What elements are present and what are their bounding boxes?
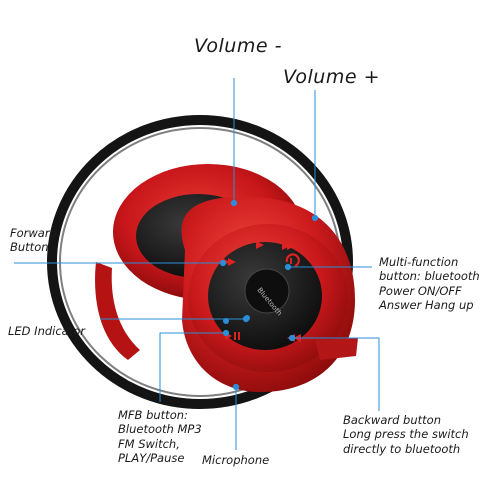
pointer-dot-mfb <box>222 329 230 337</box>
pointer-dot-microphone <box>232 383 240 391</box>
pointer-dot-volume-plus <box>311 214 319 222</box>
multi-function-icon[interactable] <box>285 253 300 268</box>
mfb-button-label: MFB button: Bluetooth MP3 FM Switch, PLA… <box>118 408 202 466</box>
pointer-mfb <box>159 332 226 402</box>
volume-plus-label: Volume + <box>283 66 380 88</box>
front-ear-cup: Bluetooth <box>181 196 358 393</box>
led-indicator-label: LED Indicator <box>8 324 86 338</box>
microphone-label: Microphone <box>202 453 270 467</box>
pointer-dot-volume-minus <box>230 199 238 207</box>
pointer-dot-multi-function <box>284 263 292 271</box>
pointer-lines <box>14 78 380 450</box>
volume-minus-label: Volume - <box>194 35 282 57</box>
pointer-dot-led <box>242 315 250 323</box>
volume-minus-icon[interactable] <box>256 241 264 249</box>
pointer-dot-backward <box>288 334 296 342</box>
band-hook <box>95 262 140 360</box>
backward-button-label: Backward button Long press the switch di… <box>343 413 469 456</box>
multi-function-label: Multi-function button: bluetooth Power O… <box>379 255 480 313</box>
pointer-backward <box>292 337 380 411</box>
forward-button-label: Forward Button <box>10 226 57 255</box>
pointer-dot-forward <box>219 259 227 267</box>
volume-plus-icon[interactable] <box>282 242 295 250</box>
